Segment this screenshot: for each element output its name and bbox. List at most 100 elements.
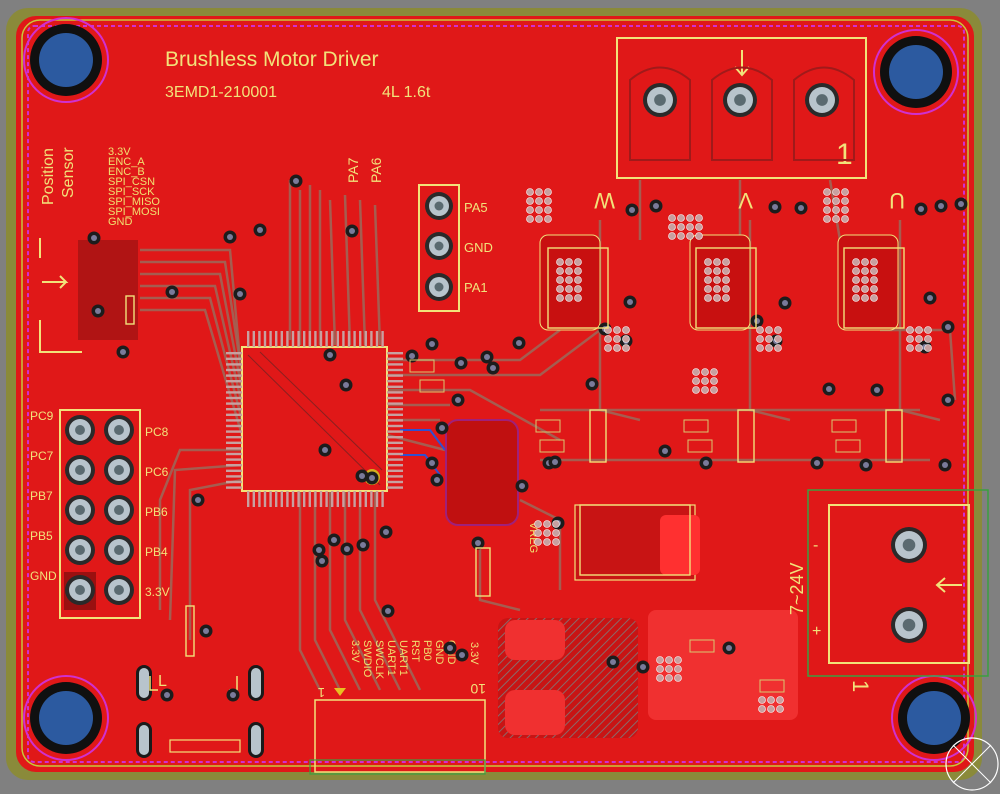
mcu-pin-top (331, 331, 334, 347)
via-drill (490, 365, 496, 371)
component-outline (547, 247, 609, 329)
mcu-pin-left (226, 419, 242, 422)
mcu-pin-right (387, 458, 403, 461)
thermal-via-cluster-mw (556, 258, 564, 266)
mcu-pin-top (247, 331, 250, 347)
thermal-via-cluster-u (832, 215, 840, 223)
thermal-via-cluster-mv (713, 267, 721, 275)
thermal-via-cluster-w (544, 206, 552, 214)
via-drill (327, 352, 333, 358)
thermal-via-cluster-7 (543, 520, 551, 528)
thermal-via-cluster-mv (722, 276, 730, 284)
thermal-via-cluster-mv (704, 285, 712, 293)
thermal-via-cluster-mw (574, 276, 582, 284)
trace-4 (140, 296, 244, 421)
pa1-label: PA1 (464, 280, 488, 295)
thermal-via-cluster-2 (756, 335, 764, 343)
mcu-pin-left (226, 447, 242, 450)
thermal-via-cluster-mu (852, 285, 860, 293)
usb-slot-pad-2 (139, 725, 149, 755)
mcu-pin-right (387, 357, 403, 360)
thermal-via-cluster-mu (870, 285, 878, 293)
io-header-right-label: 3.3V (145, 585, 170, 599)
via-drill (383, 529, 389, 535)
mcu-pin-left (226, 402, 242, 405)
fiducial-cross-2 (952, 744, 992, 784)
mount-hole-keepout-0 (23, 17, 109, 103)
mcu-pin-top (381, 331, 384, 347)
mcu-pin-left (226, 469, 242, 472)
mounting-holes (23, 17, 977, 761)
via-drill (169, 289, 175, 295)
via-drill (942, 462, 948, 468)
via-drill (519, 483, 525, 489)
component-outline (885, 409, 903, 463)
power-pad-drill (902, 618, 916, 632)
thermal-via-cluster-w (526, 197, 534, 205)
thermal-via-cluster-6 (776, 696, 784, 704)
trace-1 (140, 260, 244, 376)
thermal-via-cluster-mw (556, 267, 564, 275)
via-drill (237, 291, 243, 297)
debug-pin-label: SWCLK (373, 640, 385, 680)
position-sensor-label-1: Position (40, 148, 57, 205)
passive-outline (689, 639, 715, 653)
debug-pin-label: GND (433, 640, 445, 665)
thermal-via-cluster-u (823, 188, 831, 196)
via-drill (447, 645, 453, 651)
thermal-via-cluster-2 (765, 326, 773, 334)
via-drill (629, 207, 635, 213)
thermal-via-cluster-3 (924, 335, 932, 343)
via-drill (475, 540, 481, 546)
trace-2 (140, 272, 244, 391)
via-drill (610, 659, 616, 665)
mcu-pin-left (226, 486, 242, 489)
mcu-pin-left (226, 430, 242, 433)
via-drill (164, 692, 170, 698)
mcu-pin-top (280, 331, 283, 347)
mosfet-pad-u (837, 234, 899, 331)
mcu-pin-top (325, 331, 328, 347)
thermal-via-cluster-v (677, 223, 685, 231)
trace-27 (168, 463, 243, 621)
via-drill (439, 425, 445, 431)
trace-28 (188, 478, 243, 640)
via-drill (458, 360, 464, 366)
pa-header-pad-drill (434, 282, 444, 292)
trace-23 (343, 491, 382, 691)
via-drill (945, 397, 951, 403)
mcu-pin-bottom (359, 491, 362, 507)
io-header-pad-right-drill (114, 465, 124, 475)
via-drill (293, 178, 299, 184)
mount-hole-1 (889, 45, 943, 99)
via-drill (459, 652, 465, 658)
thermal-via-cluster-4 (710, 386, 718, 394)
via-drill (385, 608, 391, 614)
thermal-via-cluster-v (686, 214, 694, 222)
mcu-pin-top (347, 331, 351, 347)
io-header-pad-left-drill (75, 505, 85, 515)
mcu-pin-top (263, 331, 267, 347)
mcu-pin-left (226, 458, 242, 461)
usb-bracket (169, 739, 241, 753)
gnd-label: GND (464, 240, 493, 255)
via-drill (120, 349, 126, 355)
mcu-pin-right (387, 424, 403, 428)
mcu-pin-right (387, 475, 403, 478)
trace-21 (313, 491, 342, 691)
thermal-via-cluster-w (526, 206, 534, 214)
thermal-via-cluster-mu (870, 267, 878, 275)
mcu-pin-right (387, 413, 403, 416)
thermal-via-cluster-mv (722, 294, 730, 302)
power-voltage-label: 7~24V (787, 562, 807, 615)
trace-11 (343, 194, 352, 346)
phase-v-label: V (738, 188, 753, 213)
thermal-via-cluster-2 (756, 344, 764, 352)
mcu-pin-left (226, 352, 242, 355)
thermal-via-cluster-1 (613, 326, 621, 334)
via-drill (316, 547, 322, 553)
via-drill (230, 692, 236, 698)
power-pin-arrow (935, 577, 962, 593)
mcu-pin-bottom (375, 491, 379, 507)
